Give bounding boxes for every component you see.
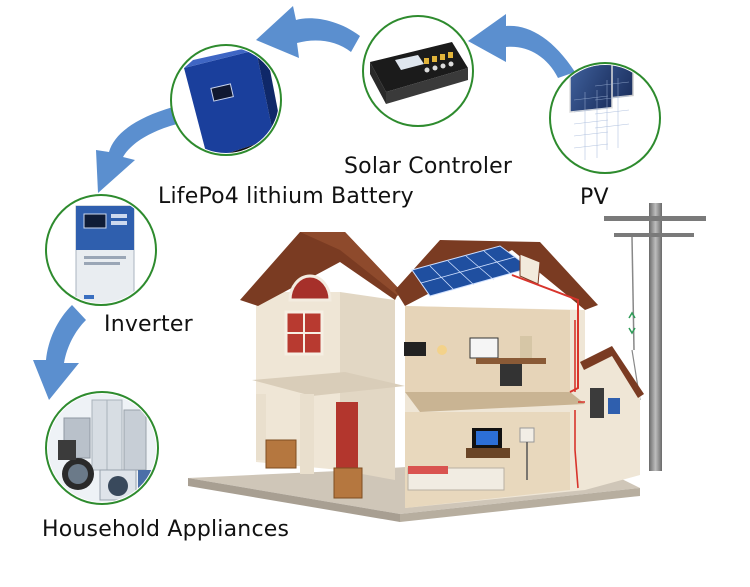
inverter-label: Inverter bbox=[104, 312, 193, 337]
arrow-battery-to-inverter bbox=[96, 107, 177, 193]
flow-arrows bbox=[33, 6, 575, 400]
arrow-controller-to-battery bbox=[256, 6, 360, 58]
appliances-label: Household Appliances bbox=[42, 517, 290, 542]
battery-node bbox=[170, 44, 282, 156]
pv-label: PV bbox=[580, 185, 609, 210]
appliances-icon bbox=[48, 394, 156, 502]
controller-node bbox=[362, 15, 474, 127]
arrow-inverter-to-appliances bbox=[33, 305, 86, 400]
house-cutaway bbox=[188, 232, 644, 522]
solar-panel-icon bbox=[569, 65, 634, 160]
battery-label: LifePo4 lithium Battery bbox=[158, 184, 414, 209]
inverter-node bbox=[45, 194, 157, 306]
inverter-unit-icon bbox=[75, 205, 135, 303]
arrow-pv-to-controller bbox=[468, 14, 575, 78]
controller-label: Solar Controler bbox=[344, 154, 513, 179]
utility-pole bbox=[604, 203, 706, 471]
charge-controller-icon bbox=[370, 42, 468, 104]
appliances-node bbox=[45, 391, 159, 505]
pv-node bbox=[549, 62, 661, 174]
